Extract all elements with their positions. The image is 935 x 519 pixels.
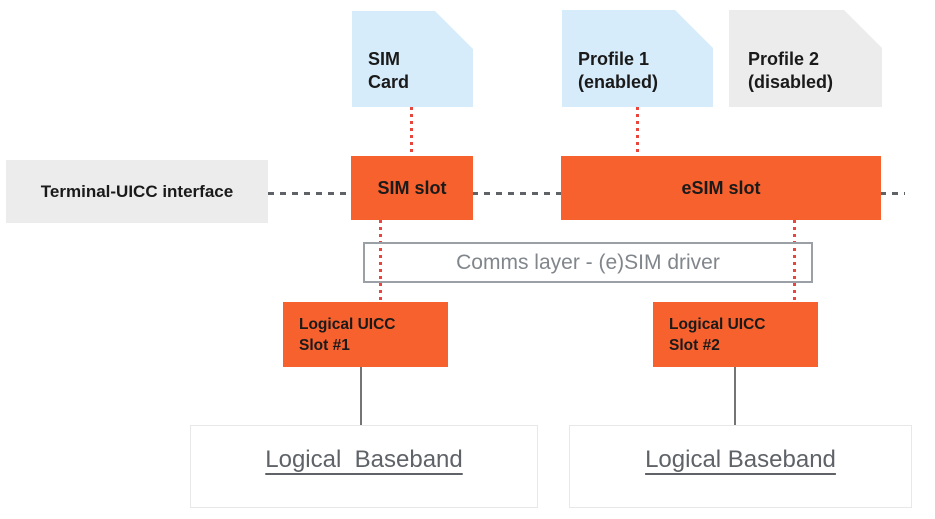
connector-uicc1-to-baseband1 xyxy=(360,367,362,425)
terminal-uicc-interface-label: Terminal-UICC interface xyxy=(6,160,268,223)
logical-uicc-slot1-line1: Logical UICC xyxy=(299,315,396,333)
connector-profile1-to-esimslot xyxy=(636,107,639,156)
sim-card-label-line1: SIM xyxy=(368,49,401,69)
comms-layer-box: Comms layer - (e)SIM driver xyxy=(363,242,813,283)
connector-esimslot-to-uicc2 xyxy=(793,220,796,302)
profile2-card-shape: Profile 2 (disabled) xyxy=(729,10,882,107)
comms-layer-label: Comms layer - (e)SIM driver xyxy=(456,250,720,274)
sim-card-label-line2: Card xyxy=(368,72,410,92)
logical-baseband2-box: Logical Baseband xyxy=(569,425,912,508)
profile2-label-line2: (disabled) xyxy=(748,72,834,92)
logical-baseband1-label: Logical Baseband xyxy=(265,445,463,473)
logical-baseband1-box: Logical Baseband xyxy=(190,425,538,508)
profile1-card-shape: Profile 1 (enabled) xyxy=(562,10,713,107)
terminal-uicc-interface-text: Terminal-UICC interface xyxy=(40,181,234,201)
logical-uicc-slot2-line2: Slot #2 xyxy=(669,336,720,354)
sim-card-shape: SIM Card xyxy=(352,11,473,107)
connector-simslot-to-uicc1 xyxy=(379,220,382,302)
logical-uicc-slot2-line1: Logical UICC xyxy=(669,315,766,333)
esim-slot-label: eSIM slot xyxy=(681,177,761,198)
connector-simcard-to-simslot xyxy=(410,107,413,156)
logical-uicc-slot1-line2: Slot #1 xyxy=(299,336,350,354)
sim-slot-box: SIM slot xyxy=(351,156,473,220)
logical-uicc-slot2-box: Logical UICC Slot #2 xyxy=(653,302,818,367)
logical-uicc-slot1-box: Logical UICC Slot #1 xyxy=(283,302,448,367)
logical-baseband2-label: Logical Baseband xyxy=(645,445,836,473)
profile1-label-line1: Profile 1 xyxy=(578,49,650,69)
profile1-label-line2: (enabled) xyxy=(578,72,659,92)
esim-slot-box: eSIM slot xyxy=(561,156,881,220)
profile2-label-line1: Profile 2 xyxy=(748,49,820,69)
sim-slot-label: SIM slot xyxy=(377,177,447,198)
connector-uicc2-to-baseband2 xyxy=(734,367,736,425)
